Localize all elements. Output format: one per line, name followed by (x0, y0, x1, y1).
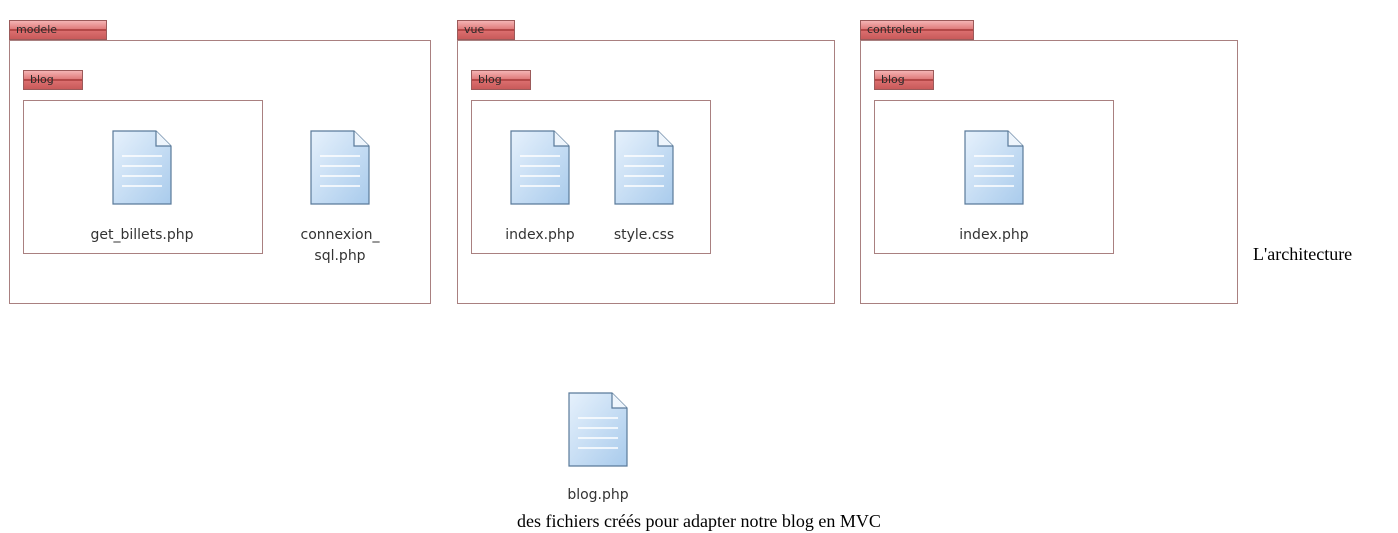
file-label-controleur-index: index.php (959, 227, 1029, 243)
subpackage-tab-controleur-blog: blog (874, 70, 934, 90)
file-icon (568, 392, 628, 467)
file-label-vue-index: index.php (505, 227, 575, 243)
file-icon (510, 130, 570, 205)
tab-stripe (875, 79, 933, 81)
caption-part1: L'architecture (1253, 244, 1353, 264)
file-icon (310, 130, 370, 205)
package-label-controleur: controleur (867, 23, 924, 36)
package-tab-controleur: controleur (860, 20, 974, 40)
file-icon (112, 130, 172, 205)
file-label-get-billets: get_billets.php (90, 227, 194, 243)
tab-stripe (24, 79, 82, 81)
file-icon (964, 130, 1024, 205)
file-label-connexion-sql-line1: connexion_ (300, 227, 380, 243)
tab-stripe (472, 79, 530, 81)
file-label-blog-php: blog.php (567, 487, 629, 503)
subpackage-label-controleur-blog: blog (881, 73, 905, 86)
file-icon (614, 130, 674, 205)
caption-part2: des fichiers créés pour adapter notre bl… (517, 511, 881, 531)
file-label-connexion-sql-line2: sql.php (314, 248, 366, 264)
package-tab-modele: modele (9, 20, 107, 40)
subpackage-label-modele-blog: blog (30, 73, 54, 86)
tab-stripe (861, 29, 973, 31)
package-tab-vue: vue (457, 20, 515, 40)
package-label-vue: vue (464, 23, 485, 36)
subpackage-tab-vue-blog: blog (471, 70, 531, 90)
package-label-modele: modele (16, 23, 58, 36)
tab-stripe (458, 29, 514, 31)
file-label-vue-style: style.css (613, 227, 675, 243)
subpackage-label-vue-blog: blog (478, 73, 502, 86)
tab-stripe (10, 29, 106, 31)
subpackage-tab-modele-blog: blog (23, 70, 83, 90)
